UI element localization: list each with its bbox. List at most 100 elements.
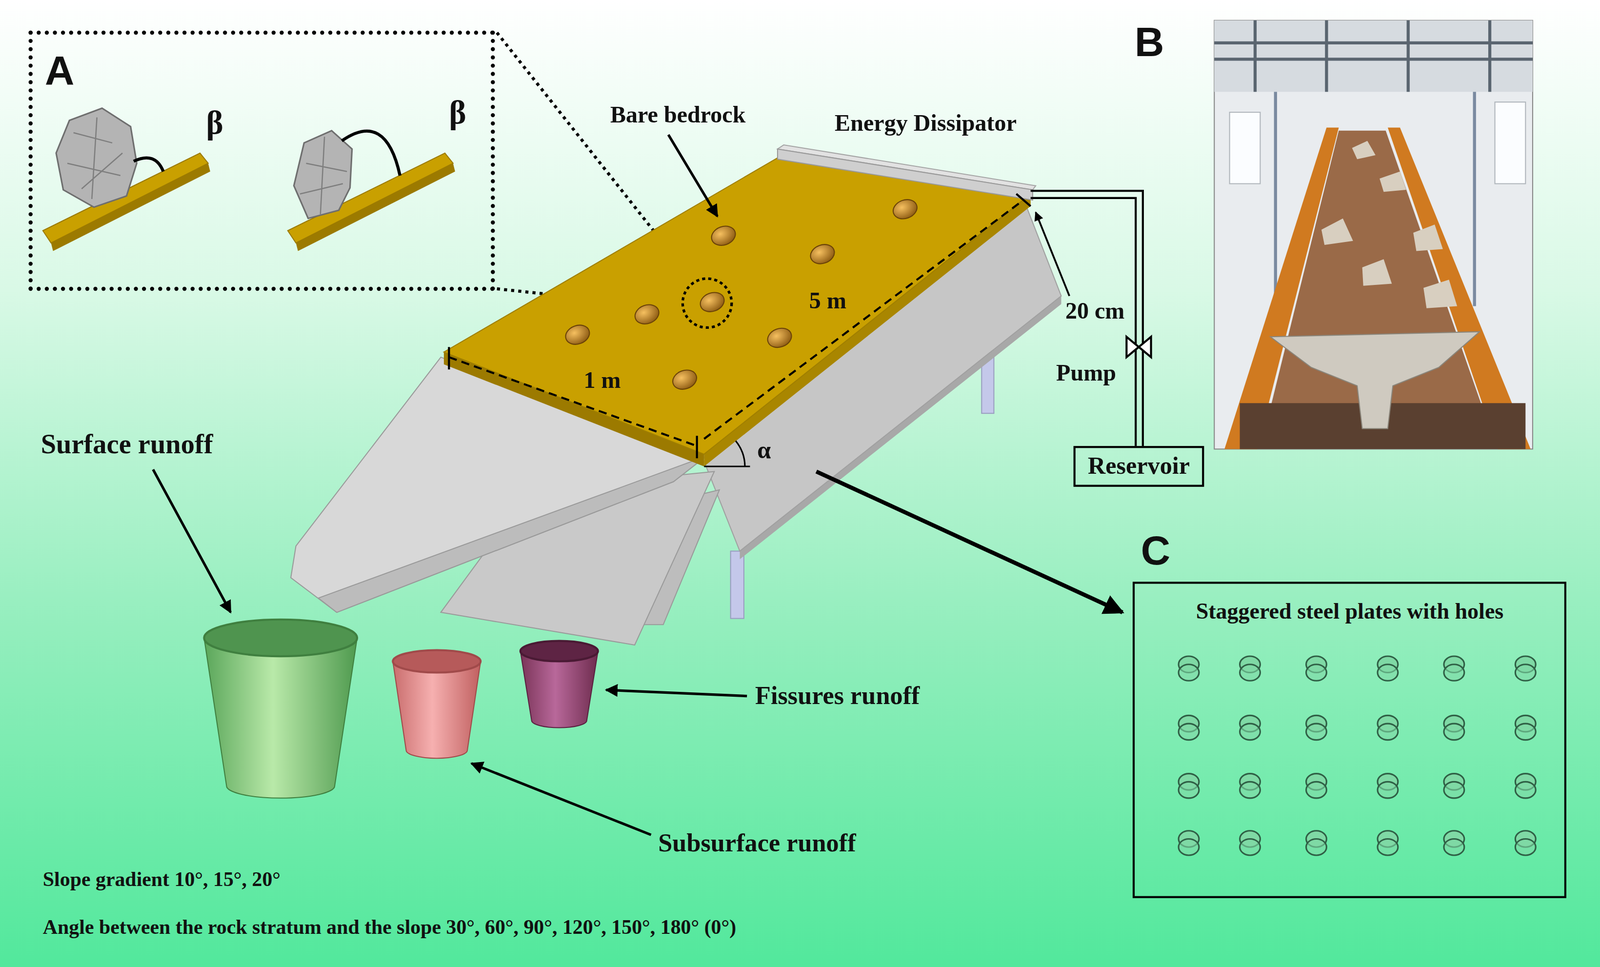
angle-arc [133,158,164,172]
steel-plate-holes [1178,715,1200,740]
photo-rock [1423,279,1458,309]
steel-plate-holes [1178,656,1200,681]
dimension-tick [448,346,697,459]
steel-plate-holes [1240,773,1261,799]
rock [632,301,662,328]
rock-texture [300,136,347,215]
pointer-arrows [153,134,1123,835]
box-label: Reservoir [1087,452,1190,481]
steel-plate-holes [1377,656,1399,681]
steel-plate-holes [1443,830,1465,856]
detail-circle [682,278,732,328]
note-text: Angle between the rock stratum and the s… [42,915,737,939]
part-label: Pump [1056,360,1117,387]
flume-frame [1387,127,1531,449]
funnel-trough [318,456,707,613]
steel-plate-holes [1306,656,1327,681]
steel-plate-holes [1377,773,1399,799]
window [1495,101,1526,184]
lab-photo [1214,20,1533,450]
pointer-arrow [606,689,748,697]
table-leg [730,551,744,619]
pointer-arrow [471,763,651,835]
note-text: Slope gradient 10°, 15°, 20° [42,867,281,891]
steel-plate-holes [1515,715,1536,740]
bucket [203,637,358,798]
rock [562,321,593,348]
part-label: Surface runoff [40,428,214,461]
steel-plate-holes [1306,773,1327,799]
window [1229,112,1261,184]
photo-funnel [1270,331,1480,429]
valve-symbol [1126,336,1139,358]
rock [56,108,137,208]
buckets [203,619,598,799]
dimension-lines [448,193,1031,459]
steel-plate-holes [1377,715,1399,740]
angle-arc [735,440,745,467]
pipe-wall [1030,198,1136,446]
steel-plate-holes [1178,773,1200,799]
inset-drawing [42,108,456,252]
steel-plate-holes [1178,830,1200,856]
steel-plate-holes [1443,656,1465,681]
dimension-line [448,357,697,446]
part-label: Bare bedrock [610,101,746,129]
panel-letter: C [1140,526,1171,574]
dimension-label: 5 m [809,287,847,315]
part-label: Subsurface runoff [658,828,856,859]
ceiling-beam [1214,20,1533,92]
steel-plate-holes [1306,715,1327,740]
rock-outcrops [562,196,920,393]
dimension-label: 1 m [583,367,621,395]
steel-plate-holes [1515,656,1536,681]
angle-symbol: β [206,103,224,142]
horizontal-reference [703,465,750,467]
bucket [520,651,599,728]
supply-pipe [1030,190,1152,446]
pipe-wall [1030,190,1143,446]
flume-plate [443,144,1036,467]
steel-plate-holes [1515,830,1536,856]
steel-plate-holes [1515,773,1536,799]
dimension-label: 20 cm [1065,298,1125,325]
photo-rock [1379,171,1406,192]
rock-texture [67,117,123,200]
rock [807,241,838,268]
part-label: Energy Dissipator [834,110,1017,138]
steel-plate-holes [1240,830,1261,856]
panel-letter: B [1134,18,1164,66]
plate-surface [443,153,1031,455]
rock [708,222,739,249]
bucket-rim [392,650,481,673]
rock [697,289,727,316]
steel-plate-holes [1240,715,1261,740]
steel-plate-holes [1240,656,1261,681]
flume-frame [1224,127,1339,449]
bucket-rim [520,640,599,662]
part-label: Fissures runoff [755,681,920,711]
detail-panel: CStaggered steel plates with holes [1132,581,1567,898]
steel-plate-holes [1443,715,1465,740]
pointer-arrow [816,471,1123,613]
dimension-tick [1016,193,1031,206]
reservoir-box: Reservoir [1073,445,1205,487]
steel-plate-holes [1443,773,1465,799]
rock [293,130,352,219]
photo-rock [1362,259,1393,286]
rock [670,366,700,393]
photo-frame [1214,20,1533,450]
bucket-rim [203,619,358,657]
photo-rock [1413,224,1443,251]
ceiling [1214,20,1533,92]
energy-dissipator [777,148,1033,200]
photo-rock [1352,140,1376,160]
steel-plate-holes [1178,656,1536,856]
rock [764,324,795,351]
pointer-arrow [668,134,718,217]
angle-symbol: α [757,436,771,465]
